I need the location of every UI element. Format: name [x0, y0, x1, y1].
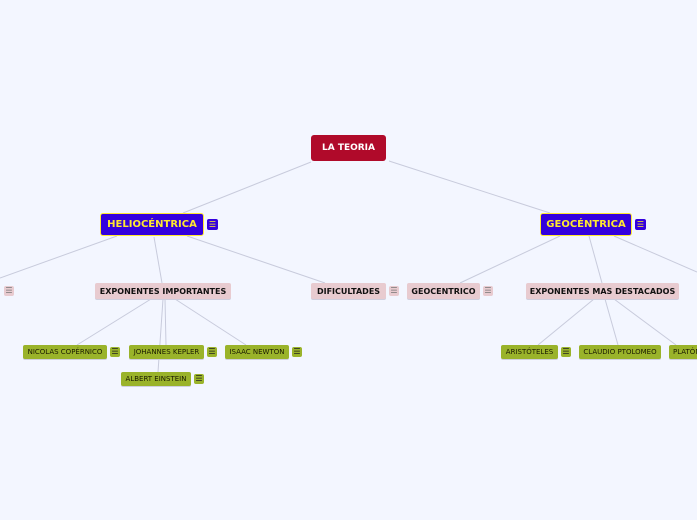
note-icon[interactable]: ☰: [561, 347, 571, 357]
note-icon[interactable]: ☰: [635, 219, 646, 230]
node-exponentes-importantes[interactable]: EXPONENTES IMPORTANTES: [95, 283, 231, 299]
node-platon[interactable]: PLATÓN: [669, 345, 697, 359]
note-icon[interactable]: ☰: [292, 347, 302, 357]
node-johannes-kepler[interactable]: JOHANNES KEPLER: [129, 345, 204, 359]
node-albert-einstein[interactable]: ALBERT EINSTEIN: [121, 372, 191, 386]
note-icon[interactable]: ☰: [194, 374, 204, 384]
note-icon[interactable]: ☰: [389, 286, 399, 296]
node-claudio-ptolomeo[interactable]: CLAUDIO PTOLOMEO: [579, 345, 661, 359]
note-icon[interactable]: ☰: [483, 286, 493, 296]
node-geocentrica[interactable]: GEOCÉNTRICA: [540, 213, 632, 236]
node-isaac-newton[interactable]: ISAAC NEWTON: [225, 345, 289, 359]
node-heliocentrica[interactable]: HELIOCÉNTRICA: [100, 213, 204, 236]
note-icon[interactable]: ☰: [4, 286, 14, 296]
note-icon[interactable]: ☰: [110, 347, 120, 357]
node-geocentrico[interactable]: GEOCENTRICO: [407, 283, 480, 299]
node-dificultades[interactable]: DIFICULTADES: [311, 283, 386, 299]
node-aristoteles[interactable]: ARISTÓTELES: [501, 345, 558, 359]
note-icon[interactable]: ☰: [207, 219, 218, 230]
node-exponentes-mas-destacados[interactable]: EXPONENTES MAS DESTACADOS: [526, 283, 679, 299]
node-nicolas-copernico[interactable]: NICOLAS COPÉRNICO: [23, 345, 107, 359]
root-node[interactable]: LA TEORIA: [311, 135, 386, 161]
note-icon[interactable]: ☰: [207, 347, 217, 357]
